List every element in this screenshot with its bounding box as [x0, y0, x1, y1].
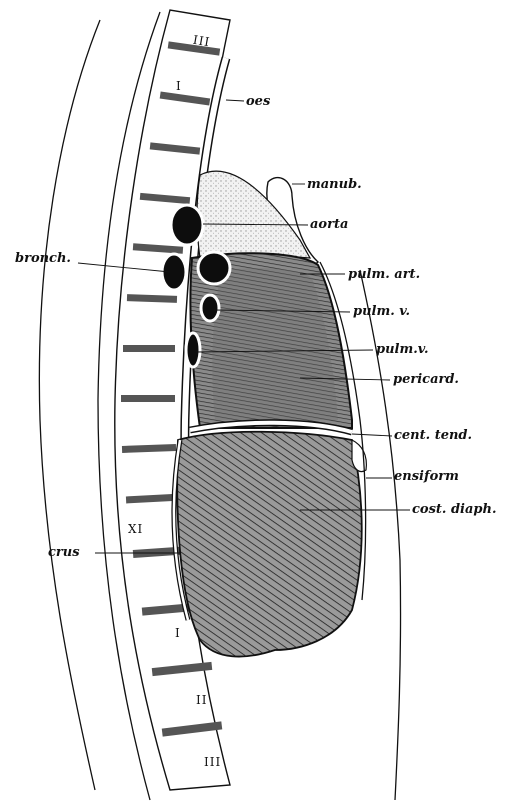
pulm-vein-1	[201, 295, 219, 321]
label-cent-tend: cent. tend.	[394, 429, 472, 442]
diaphragm	[177, 432, 362, 657]
label-cost-diaph: cost. diaph.	[412, 503, 496, 516]
label-pulm-v-2: pulm.v.	[376, 343, 429, 356]
vertebra-numeral-t3: III	[192, 34, 211, 49]
label-manubrium: manub.	[307, 178, 362, 191]
label-bronchus: bronch.	[15, 252, 71, 265]
label-pericard: pericard.	[393, 373, 459, 386]
label-crus: crus	[48, 546, 80, 559]
aorta-lumen	[171, 205, 203, 245]
bronchus-right	[198, 252, 230, 284]
vertebra-numeral-l1: I	[175, 627, 181, 639]
label-pulm-v-1: pulm. v.	[353, 305, 410, 318]
vertebra-numeral-t11: XI	[128, 523, 143, 535]
vertebra-numeral-l2: II	[196, 694, 207, 706]
vertebra-numeral-l3: III	[204, 756, 221, 768]
pulm-vein-2	[186, 333, 200, 367]
label-aorta: aorta	[310, 218, 348, 231]
vertebra-numeral-t4: I	[176, 80, 182, 92]
label-pulm-art: pulm. art.	[348, 268, 420, 281]
label-ensiform: ensiform	[394, 470, 459, 483]
label-oes: oes	[246, 95, 270, 108]
